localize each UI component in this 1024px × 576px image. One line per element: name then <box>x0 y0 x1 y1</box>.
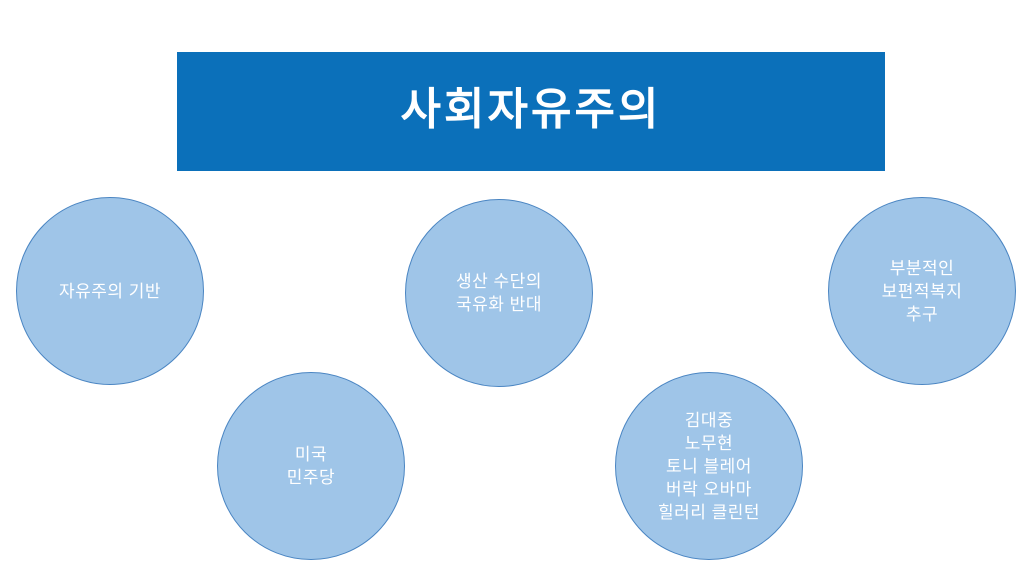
title-banner: 사회자유주의 <box>177 52 885 171</box>
bubble-oppose-nationalization: 생산 수단의 국유화 반대 <box>405 199 593 387</box>
bubble-liberal-foundation-label: 자유주의 기반 <box>58 281 162 301</box>
bubble-representative-politicians-label: 김대중 노무현 토니 블레어 버락 오바마 힐러리 클린턴 <box>657 410 761 522</box>
slide-title: 사회자유주의 <box>400 84 662 134</box>
bubble-oppose-nationalization-label: 생산 수단의 국유화 반대 <box>456 272 542 314</box>
bubble-partial-universal-welfare: 부분적인 보편적복지 추구 <box>828 197 1016 385</box>
bubble-partial-universal-welfare-label: 부분적인 보편적복지 추구 <box>881 258 963 324</box>
bubble-representative-politicians: 김대중 노무현 토니 블레어 버락 오바마 힐러리 클린턴 <box>615 372 803 560</box>
bubble-us-democratic-party: 미국 민주당 <box>217 372 405 560</box>
bubble-liberal-foundation: 자유주의 기반 <box>16 197 204 385</box>
bubble-us-democratic-party-label: 미국 민주당 <box>286 445 336 487</box>
